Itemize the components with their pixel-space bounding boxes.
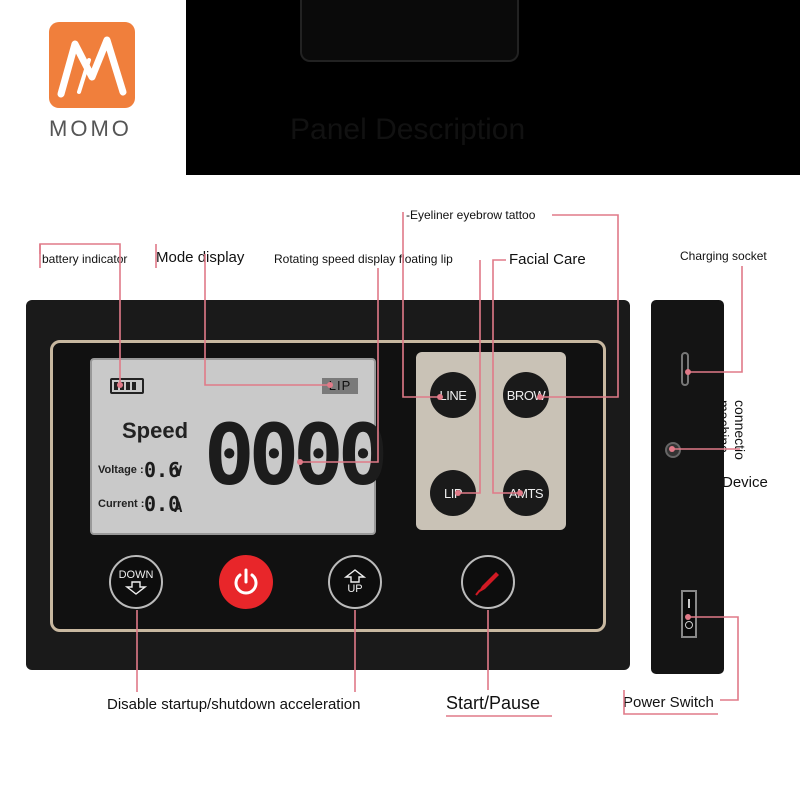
power-icon (234, 568, 258, 595)
voltage-label: Voltage : (98, 464, 144, 476)
callout-power-switch (688, 616, 739, 701)
callout-lip (458, 260, 481, 494)
label-battery-indicator: battery indicator (42, 252, 128, 266)
label-disable: Disable startup/shutdown acceleration (107, 696, 361, 713)
label-device: Device (722, 474, 768, 491)
logo-mark (49, 22, 135, 108)
speed-value: 0000 (204, 406, 388, 504)
callout-charging (688, 266, 743, 373)
up-button[interactable]: UP (328, 555, 382, 609)
down-button[interactable]: DOWN (109, 555, 163, 609)
label-power-switch: Power Switch (623, 694, 714, 711)
line-button[interactable]: LINE (430, 372, 476, 418)
callout-mode-display (204, 254, 330, 386)
lcd-display: LIP Speed Voltage : 0.6 V Current : 0.0 … (90, 358, 388, 535)
power-switch[interactable] (681, 590, 697, 638)
callout-amts (492, 259, 520, 494)
down-button-label: DOWN (118, 569, 154, 581)
logo-text: MOMO (49, 116, 132, 141)
logo-m-icon (57, 36, 127, 98)
label-start-pause: Start/Pause (446, 693, 541, 713)
arrow-up-icon (344, 569, 366, 583)
mode-indicator: LIP (322, 378, 358, 394)
power-button[interactable] (219, 555, 273, 609)
tattoo-pen-icon (475, 572, 499, 596)
callout-rotating-speed (300, 268, 379, 463)
voltage-value: 0.6 (144, 458, 181, 482)
label-mode-display: Mode display (156, 249, 245, 266)
callout-battery (39, 243, 121, 385)
battery-icon (110, 378, 144, 394)
page-title: Panel Description (290, 113, 526, 146)
label-rotating-speed: Rotating speed display floating lip (274, 252, 453, 266)
arrow-down-icon (125, 581, 147, 595)
up-button-label: UP (347, 583, 363, 595)
callout-line (402, 212, 440, 398)
underline-power-switch (623, 690, 718, 715)
callout-brow (540, 214, 619, 398)
label-eyeliner: -Eyeliner eyebrow tattoo (406, 208, 536, 222)
current-label: Current : (98, 498, 145, 510)
start-pause-button[interactable] (461, 555, 515, 609)
speed-label: Speed (122, 418, 189, 443)
label-charging-socket: Charging socket (680, 249, 767, 263)
controller-side-view (651, 300, 724, 674)
voltage-unit: V (174, 464, 183, 480)
current-value: 0.0 (144, 492, 181, 516)
current-unit: A (174, 500, 183, 516)
top-product-cutout (300, 0, 519, 62)
label-facial-care: Facial Care (509, 251, 586, 268)
